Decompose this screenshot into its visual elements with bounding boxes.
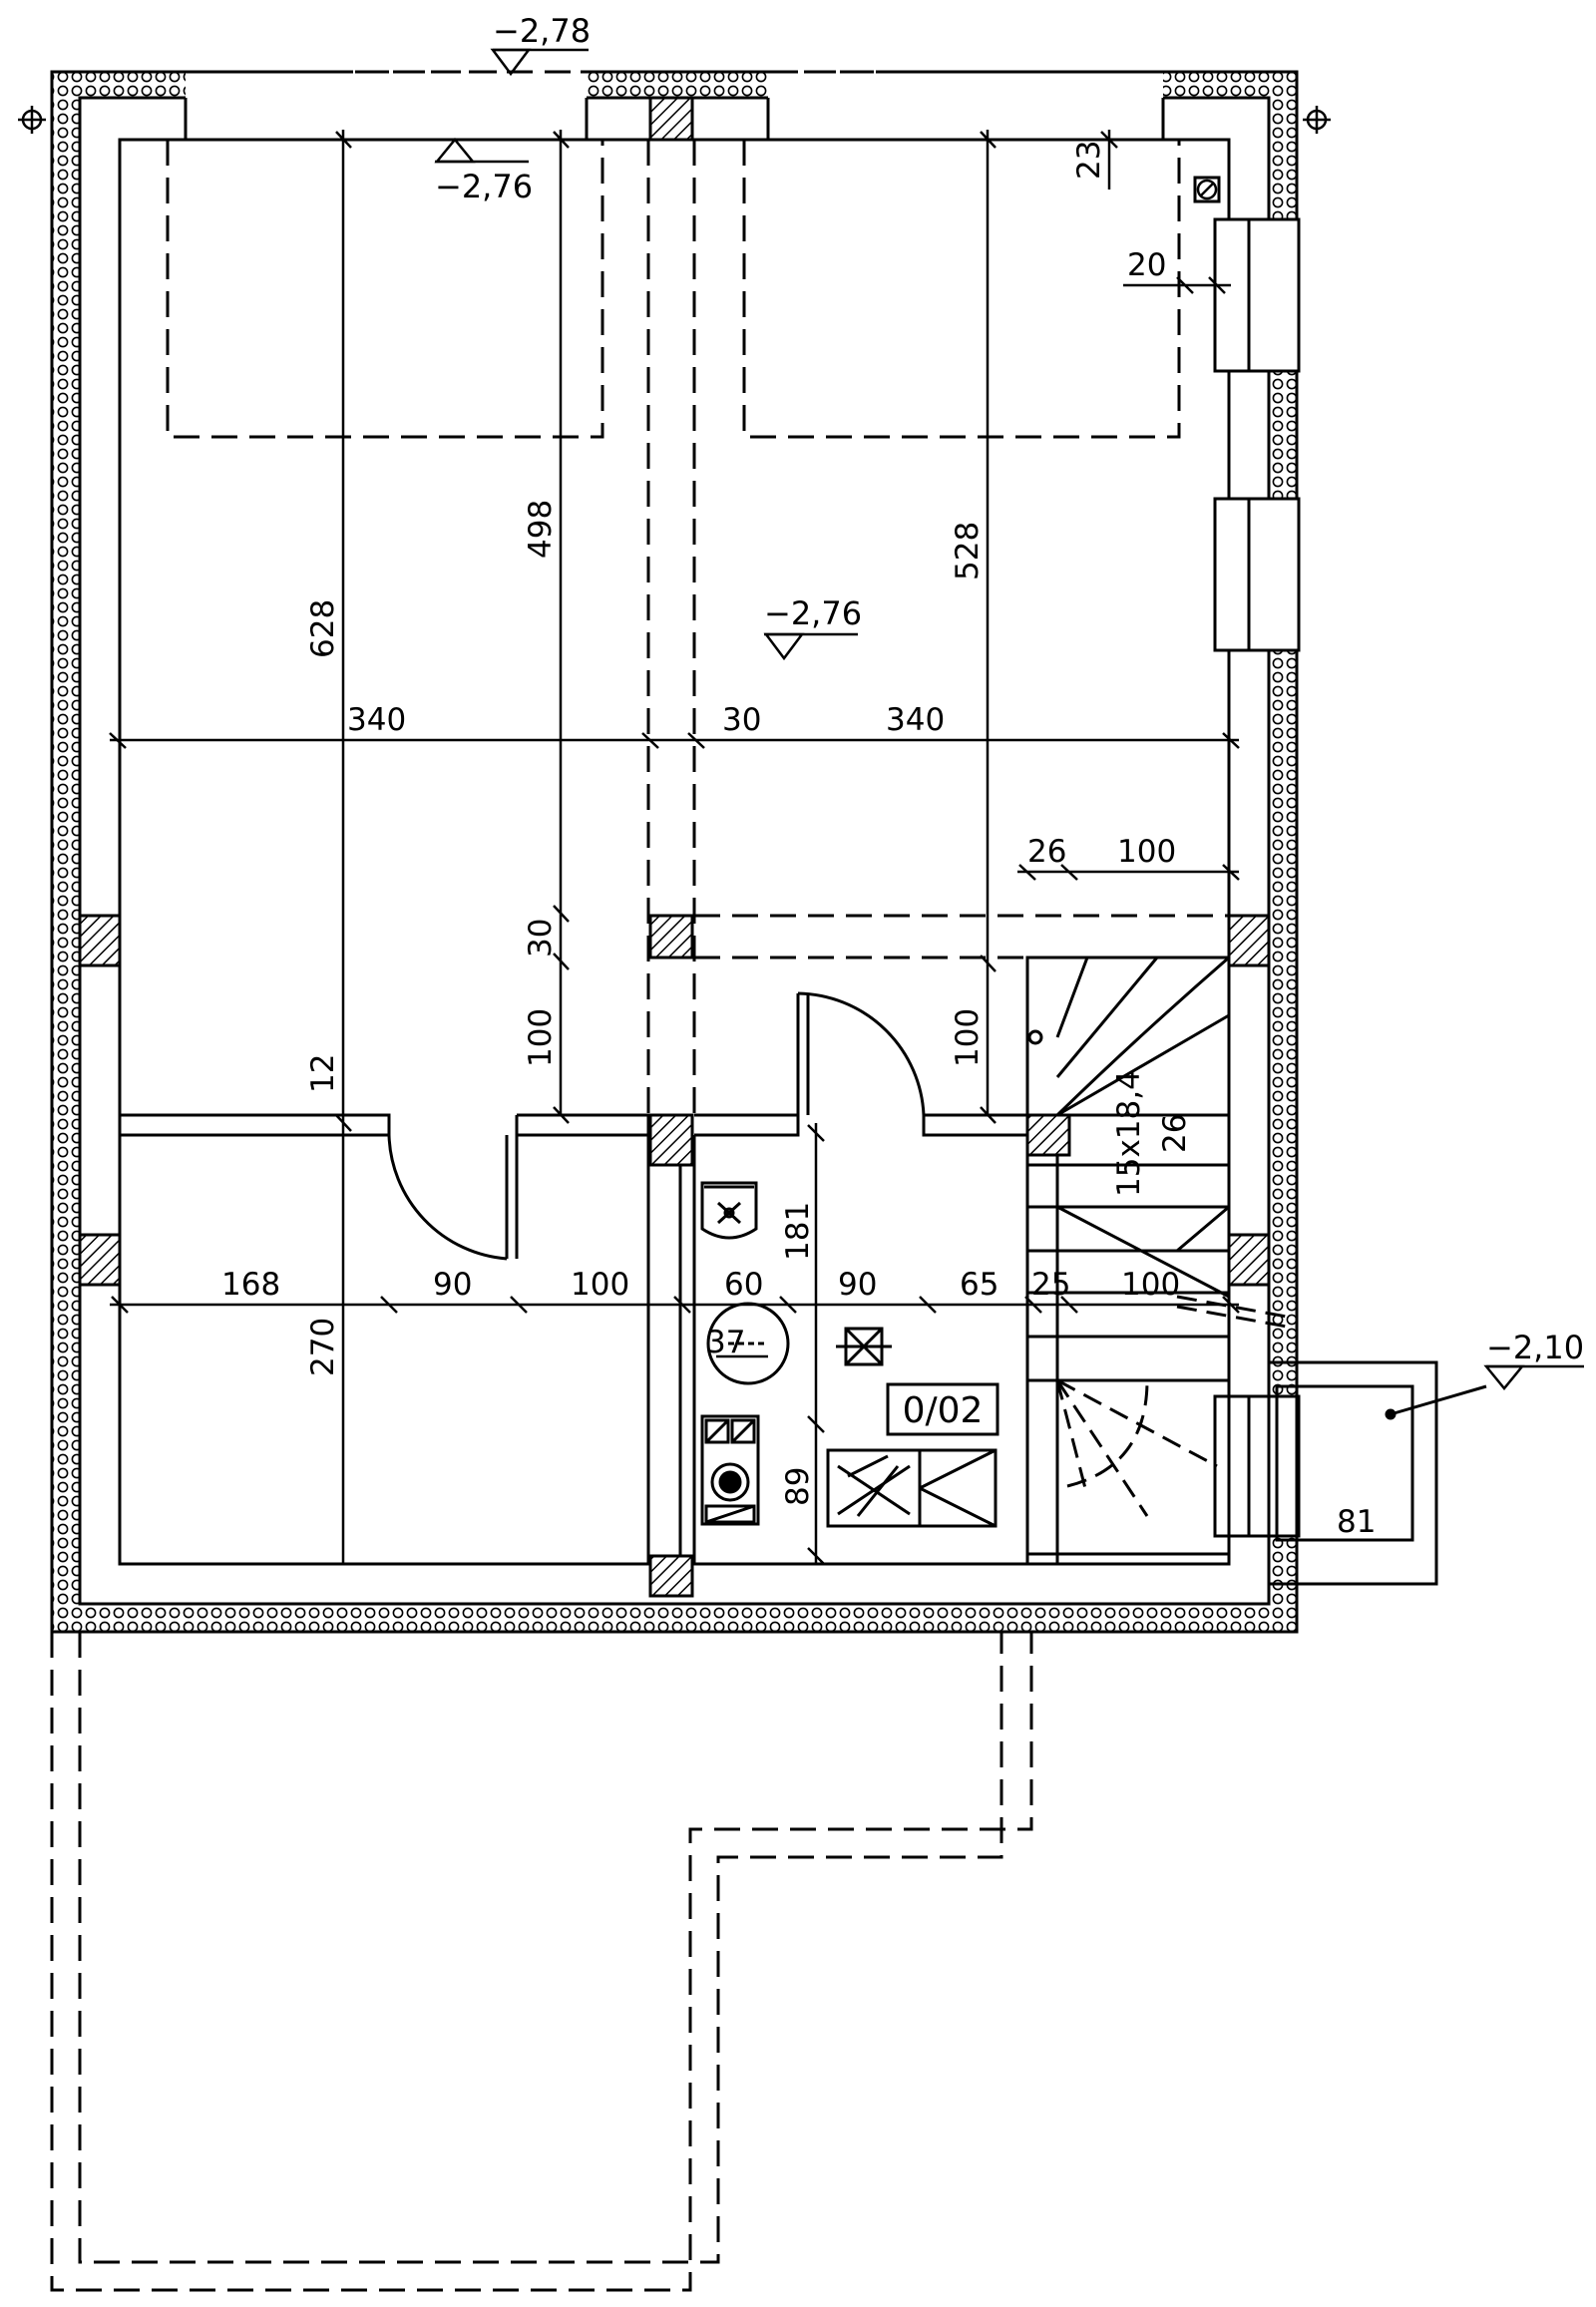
dim-100-right: 100 xyxy=(1121,1267,1180,1303)
stairs-26: 26 xyxy=(1157,1114,1193,1153)
dim-60: 60 xyxy=(724,1267,763,1303)
level-room-left: −2,76 xyxy=(435,168,533,205)
level-markers xyxy=(434,48,1584,1390)
dim-30-vert: 30 xyxy=(523,919,559,958)
terrace-outline xyxy=(50,1632,1033,2292)
dim-81: 81 xyxy=(1337,1504,1376,1540)
side-entry xyxy=(1267,1360,1487,1586)
room-label-box: 0/02 xyxy=(886,1382,999,1436)
stairs-label: 15x18,4 xyxy=(1111,1070,1147,1197)
labels: −2,78 −2,76 −2,76 −2,10 340 30 340 26 10… xyxy=(221,12,1584,1540)
dim-89: 89 xyxy=(780,1467,816,1506)
dim-90-right: 90 xyxy=(838,1267,877,1303)
door-center xyxy=(796,991,926,1116)
dim-30-mid: 30 xyxy=(722,702,761,738)
overhead-outlines xyxy=(166,140,1181,439)
dim-168: 168 xyxy=(221,1267,280,1303)
dim-100-top: 100 xyxy=(1117,834,1176,870)
dim-340-right: 340 xyxy=(886,702,945,738)
dim-498: 498 xyxy=(523,500,559,559)
dim-100-mid: 100 xyxy=(571,1267,629,1303)
dim-528: 528 xyxy=(950,522,986,580)
dim-340-left: 340 xyxy=(347,702,406,738)
level-room-center: −2,76 xyxy=(764,594,862,632)
door-left xyxy=(387,1134,519,1261)
vent-icon xyxy=(1193,176,1221,203)
level-top: −2,78 xyxy=(493,12,591,50)
dim-65: 65 xyxy=(960,1267,998,1303)
dim-23: 23 xyxy=(1071,141,1107,180)
window-openings xyxy=(184,70,1301,1538)
dim-270: 270 xyxy=(305,1318,341,1376)
dim-12: 12 xyxy=(305,1054,341,1093)
outer-wall xyxy=(50,70,1299,1634)
dim-90-left: 90 xyxy=(433,1267,472,1303)
level-side-entry: −2,10 xyxy=(1486,1329,1584,1366)
room-label: 0/02 xyxy=(903,1390,984,1431)
dim-25: 25 xyxy=(1031,1267,1070,1303)
kitchen-fixtures xyxy=(700,1181,998,1528)
dim-181: 181 xyxy=(780,1202,816,1261)
dim-37: 37 xyxy=(706,1325,745,1360)
dim-628: 628 xyxy=(305,599,341,658)
dimension-lines xyxy=(109,130,1412,1565)
staircase xyxy=(1025,956,1288,1556)
structural-columns xyxy=(78,96,1271,1598)
dim-20: 20 xyxy=(1127,247,1166,283)
axis-markers xyxy=(18,106,1331,134)
dim-26-top: 26 xyxy=(1027,834,1066,870)
dim-100-vert-left: 100 xyxy=(523,1008,559,1067)
dim-100-vert-right: 100 xyxy=(950,1008,986,1067)
